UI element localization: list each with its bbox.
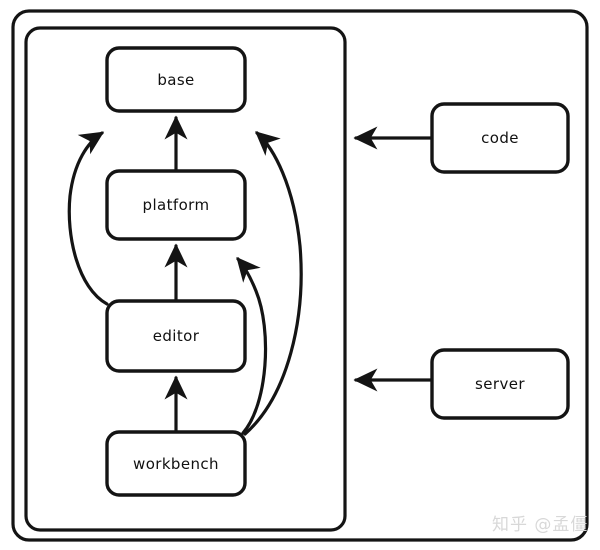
outer-frame	[11, 9, 589, 542]
inner-frame-border	[24, 26, 347, 532]
edge-workbench-to-base	[243, 131, 303, 436]
node-code-box[interactable]	[430, 102, 570, 174]
node-code-label: code	[481, 129, 519, 147]
node-platform-box[interactable]	[105, 169, 247, 241]
node-editor-box[interactable]	[105, 299, 247, 373]
node-workbench-label: workbench	[133, 455, 219, 473]
node-server[interactable]: server	[430, 348, 570, 420]
node-base[interactable]: base	[105, 46, 247, 113]
outer-frame-border	[11, 9, 589, 542]
edge-layer	[67, 115, 433, 436]
node-platform[interactable]: platform	[105, 169, 247, 241]
inner-frame	[24, 26, 347, 532]
node-server-box[interactable]	[430, 348, 570, 420]
edge-editor-to-base	[67, 131, 109, 306]
node-base-box[interactable]	[105, 46, 247, 113]
node-editor-label: editor	[153, 327, 200, 345]
node-workbench[interactable]: workbench	[105, 430, 247, 497]
node-editor[interactable]: editor	[105, 299, 247, 373]
node-server-label: server	[475, 375, 525, 393]
node-workbench-box[interactable]	[105, 430, 247, 497]
zhihu-watermark: 知乎 @孟僵	[492, 515, 588, 535]
edge-workbench-to-platform	[236, 257, 268, 435]
node-base-label: base	[157, 71, 194, 89]
node-platform-label: platform	[143, 196, 210, 214]
node-code[interactable]: code	[430, 102, 570, 174]
